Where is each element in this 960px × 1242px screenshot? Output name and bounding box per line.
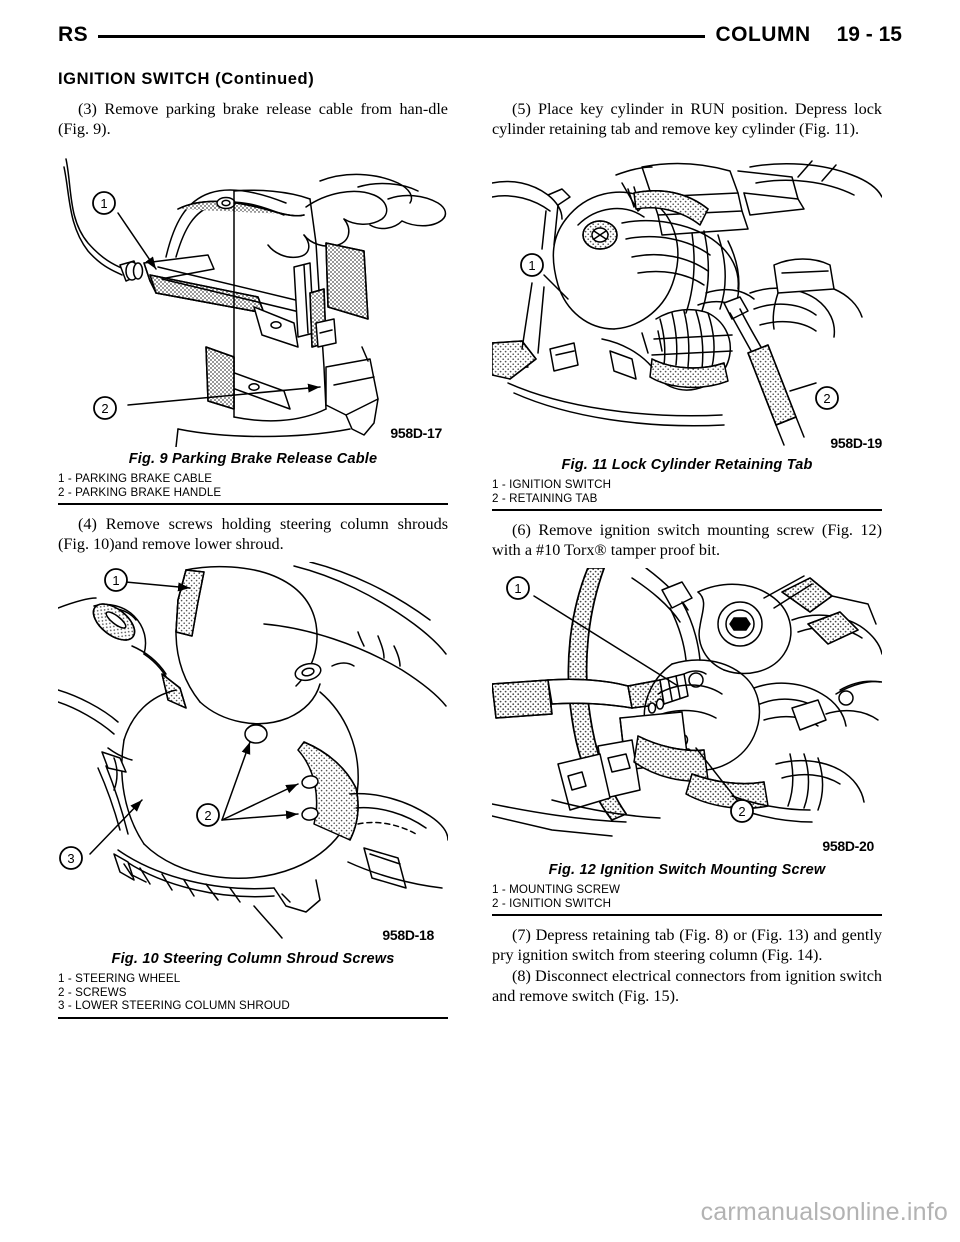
step-7-text: (7) Depress retaining tab (Fig. 8) or (F… — [492, 926, 882, 964]
figure-10-legend: 1 - STEERING WHEEL 2 - SCREWS 3 - LOWER … — [58, 972, 448, 1019]
figure-9-callout-2: 2 — [93, 396, 117, 420]
step-6-text: (6) Remove ignition switch mounting scre… — [492, 521, 882, 559]
figure-11-callout-2: 2 — [815, 386, 839, 410]
manual-code: RS — [58, 23, 89, 46]
figure-9: 1 2 958D-17 Fig. 9 Parking Brake Release… — [58, 147, 448, 506]
svg-text:2: 2 — [738, 804, 745, 819]
legend-item: 1 - PARKING BRAKE CABLE — [58, 472, 213, 485]
legend-item: 3 - LOWER STEERING COLUMN SHROUD — [58, 999, 290, 1013]
section-name: COLUMN — [715, 23, 811, 46]
figure-10-image-id: 958D-18 — [382, 927, 434, 944]
figure-11-legend: 1 - IGNITION SWITCH 2 - RETAINING TAB — [492, 478, 882, 512]
figure-10-caption: Fig. 10 Steering Column Shroud Screws — [111, 951, 395, 968]
page-header: RS COLUMN 19 - 15 — [58, 18, 902, 52]
figure-12-image-id: 958D-20 — [822, 838, 874, 855]
legend-item: 2 - SCREWS — [58, 985, 127, 999]
figure-10-callout-2: 2 — [196, 803, 220, 828]
svg-text:1: 1 — [528, 258, 535, 273]
svg-text:1: 1 — [514, 581, 521, 596]
figure-12-legend: 1 - MOUNTING SCREW 2 - IGNITION SWITCH — [492, 883, 882, 917]
svg-text:1: 1 — [100, 196, 107, 211]
step-8-text: (8) Disconnect electrical connectors fro… — [492, 967, 882, 1005]
figure-9-caption: Fig. 9 Parking Brake Release Cable — [128, 451, 378, 467]
figure-9-legend: 1 - PARKING BRAKE CABLE 2 - PARKING BRAK… — [58, 472, 448, 506]
figure-9-illustration: 1 2 958D-17 — [58, 147, 448, 447]
legend-item: 2 - PARKING BRAKE HANDLE — [58, 485, 222, 499]
figure-11-illustration: 1 2 958D-19 — [492, 153, 882, 453]
page-number: 19 - 15 — [836, 23, 902, 46]
right-column: (5) Place key cylinder in RUN position. … — [492, 100, 882, 1008]
page-title: IGNITION SWITCH (Continued) — [58, 70, 315, 88]
figure-9-callout-1: 1 — [92, 191, 116, 215]
step-4-text: (4) Remove screws holding steering colum… — [58, 515, 448, 553]
figure-10-callout-3: 3 — [59, 846, 83, 871]
header-rule — [98, 34, 706, 38]
svg-text:2: 2 — [204, 808, 211, 823]
figure-10-callout-1: 1 — [104, 568, 128, 593]
figure-12-callout-2: 2 — [730, 799, 754, 824]
legend-item: 2 - IGNITION SWITCH — [492, 896, 612, 910]
left-column: (3) Remove parking brake release cable f… — [58, 100, 448, 1019]
figure-12-caption: Fig. 12 Ignition Switch Mounting Screw — [548, 862, 826, 879]
site-watermark: carmanualsonline.info — [700, 1198, 948, 1226]
legend-item: 1 - MOUNTING SCREW — [492, 883, 621, 897]
svg-text:2: 2 — [101, 401, 108, 416]
figure-12-illustration: 1 2 958D-20 — [492, 568, 882, 858]
svg-text:1: 1 — [112, 573, 119, 588]
figure-11-caption: Fig. 11 Lock Cylinder Retaining Tab — [561, 457, 813, 473]
figure-11: 1 2 958D-19 Fig. 11 Lock Cylinder Retain… — [492, 153, 882, 512]
legend-item: 1 - STEERING WHEEL — [58, 972, 181, 986]
figure-10-illustration: 1 2 3 958D-18 — [58, 562, 448, 947]
figure-12: 1 2 958D-20 Fig. 12 Ignition Switch Moun… — [492, 568, 882, 917]
figure-12-callout-1: 1 — [506, 576, 530, 601]
legend-item: 2 - RETAINING TAB — [492, 491, 598, 505]
figure-9-image-id: 958D-17 — [390, 425, 442, 441]
figure-11-image-id: 958D-19 — [830, 435, 882, 451]
svg-text:3: 3 — [67, 851, 74, 866]
legend-item: 1 - IGNITION SWITCH — [492, 478, 612, 491]
figure-11-callout-1: 1 — [520, 253, 544, 277]
svg-text:2: 2 — [823, 391, 830, 406]
step-5-text: (5) Place key cylinder in RUN position. … — [492, 100, 882, 138]
figure-10: 1 2 3 958D-18 Fig. 10 Steering Column Sh… — [58, 562, 448, 1019]
step-3-text: (3) Remove parking brake release cable f… — [58, 100, 448, 138]
